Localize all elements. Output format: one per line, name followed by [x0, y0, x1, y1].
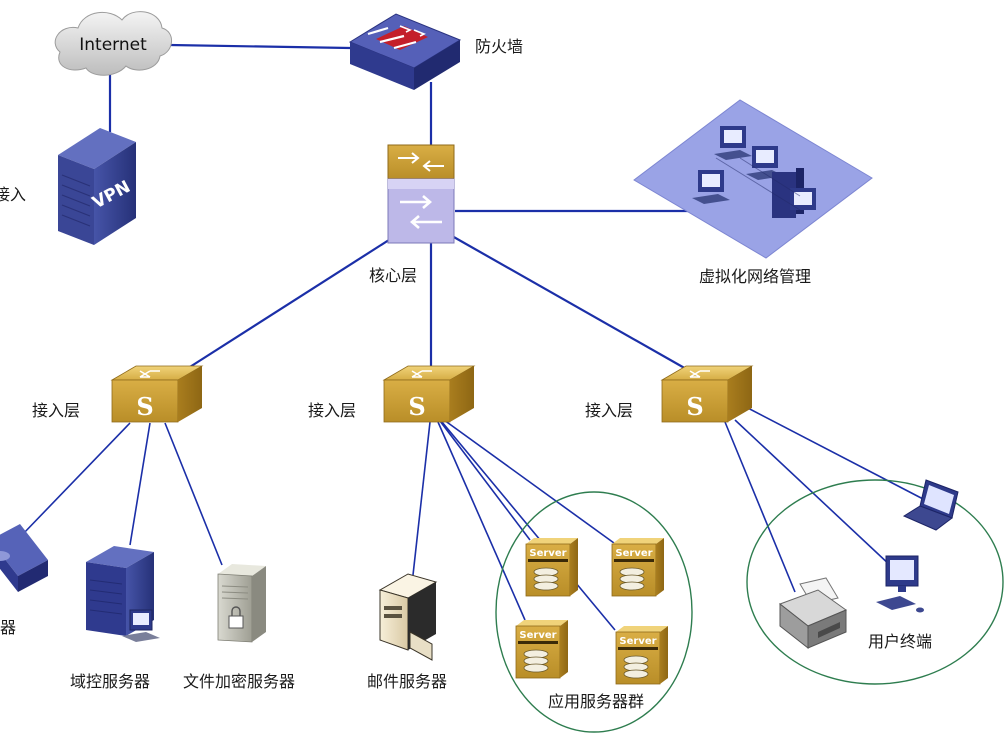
- access-right-label: 接入层: [585, 401, 633, 420]
- link-left-domain: [129, 422, 151, 546]
- link-internet-firewall: [169, 43, 351, 50]
- file-enc-server-label: 文件加密服务器: [183, 672, 295, 691]
- user-terminals-label: 用户终端: [868, 632, 932, 651]
- link-left-storage: [21, 422, 131, 536]
- app-server-2: Server: [611, 538, 664, 597]
- virtual-mgmt-node: 虚拟化网络管理: [633, 99, 873, 286]
- link-mid-app2: [443, 419, 615, 544]
- storage-server-label: 器: [0, 618, 16, 637]
- internet-cloud: Internet: [54, 11, 172, 76]
- link-left-file-enc: [164, 422, 223, 566]
- domain-server-node: 域控服务器: [70, 546, 160, 691]
- app-servers: Server Server Server: [515, 538, 668, 711]
- switch-badge: S: [686, 392, 703, 421]
- laptop-icon: [902, 479, 959, 531]
- domain-server-label: 域控服务器: [70, 672, 150, 691]
- file-enc-server-node: 文件加密服务器: [183, 564, 295, 691]
- lock-icon: [228, 615, 244, 629]
- core-label: 核心层: [369, 266, 417, 285]
- access-switch-right: S: [660, 365, 754, 423]
- server-badge: Server: [519, 630, 556, 641]
- virtual-mgmt-label: 虚拟化网络管理: [699, 267, 811, 286]
- link-mid-app4: [441, 421, 616, 631]
- link-mid-app1: [439, 420, 531, 541]
- mail-server-label: 邮件服务器: [367, 672, 447, 691]
- link-core-access-right: [451, 235, 689, 371]
- app-server-1: Server: [525, 538, 578, 597]
- link-right-desktop: [734, 419, 893, 568]
- access-switch-left: S: [110, 365, 204, 423]
- access-mid-label: 接入层: [308, 401, 356, 420]
- link-right-printer: [724, 421, 796, 593]
- firewall-node: 防火墙: [348, 13, 523, 90]
- app-server-group-label: 应用服务器群: [548, 692, 644, 711]
- switch-badge: S: [408, 392, 425, 421]
- printer-icon: [778, 577, 848, 650]
- user-terminal-group-ring: [746, 479, 1004, 685]
- mail-server-node: 邮件服务器: [367, 573, 447, 691]
- switch-badge: S: [136, 392, 153, 421]
- internet-label: Internet: [79, 35, 147, 55]
- access-switch-mid: S: [382, 365, 476, 423]
- access-left-label: 接入层: [32, 401, 80, 420]
- storage-server-node: 器: [0, 524, 48, 637]
- server-badge: Server: [619, 636, 656, 647]
- workstation-icon: [692, 126, 816, 218]
- links: [21, 43, 926, 631]
- link-right-laptop: [741, 404, 926, 501]
- server-badge: Server: [615, 548, 652, 559]
- core-switch-node: 核心层: [369, 144, 455, 285]
- link-mid-app3: [437, 421, 526, 621]
- server-badge: Server: [529, 548, 566, 559]
- platform-icon: [633, 99, 873, 259]
- desktop-icon: [876, 555, 924, 613]
- user-terminals: 用户终端: [778, 479, 959, 651]
- app-server-group-ring: [495, 491, 693, 733]
- cloud-icon: [54, 11, 172, 76]
- link-core-access-left: [181, 237, 393, 373]
- firewall-label: 防火墙: [475, 37, 523, 56]
- vpn-access-label: 接入: [0, 185, 26, 204]
- link-mid-mail: [412, 421, 431, 576]
- vpn-node: VPN 接入: [0, 128, 136, 245]
- app-server-4: Server: [615, 626, 668, 685]
- app-server-3: Server: [515, 620, 568, 679]
